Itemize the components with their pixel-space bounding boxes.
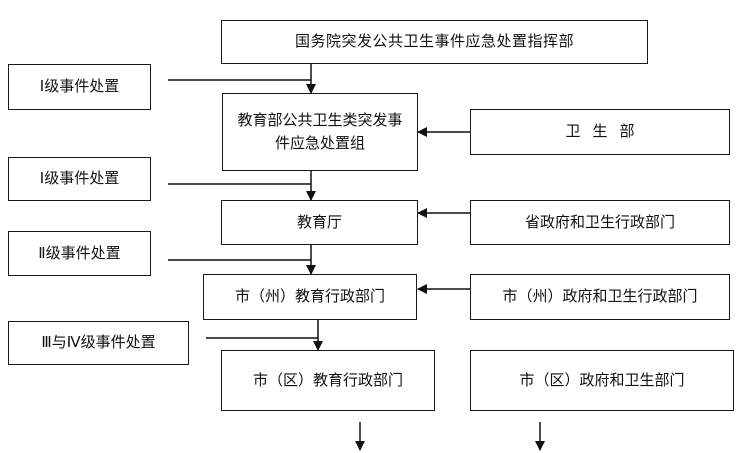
label-level-1-b: Ⅰ级事件处置 xyxy=(8,157,151,201)
node-state-council-hq: 国务院突发公共卫生事件应急处置指挥部 xyxy=(221,20,648,64)
node-city-education: 市（州）教育行政部门 xyxy=(203,274,417,320)
node-provincial-government: 省政府和卫生行政部门 xyxy=(470,200,730,245)
node-moe-response-group: 教育部公共卫生类突发事件应急处置组 xyxy=(222,93,418,171)
label-level-2: Ⅱ级事件处置 xyxy=(8,231,151,276)
node-city-government: 市（州）政府和卫生行政部门 xyxy=(470,274,730,320)
node-ministry-of-health: 卫生部 xyxy=(470,109,730,155)
node-district-education: 市（区）教育行政部门 xyxy=(221,350,435,411)
label-level-3-4: Ⅲ与Ⅳ级事件处置 xyxy=(8,321,189,365)
label-level-1-a: Ⅰ级事件处置 xyxy=(8,64,151,110)
node-education-department: 教育厅 xyxy=(221,200,418,245)
node-district-government: 市（区）政府和卫生部门 xyxy=(470,350,734,411)
